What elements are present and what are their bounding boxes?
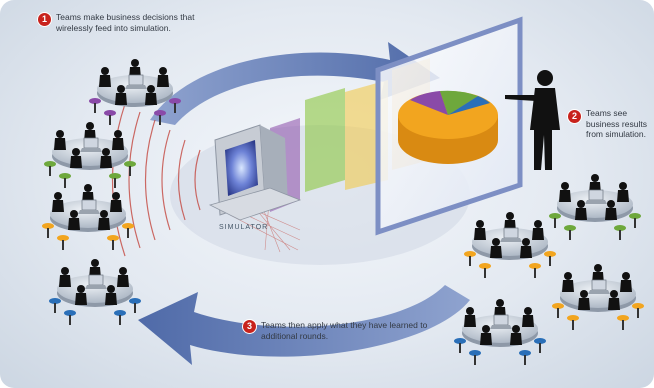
top-cycle-arrow-icon (150, 42, 440, 125)
step-1-marker: 1 (38, 13, 51, 26)
team-table-icon (552, 264, 644, 330)
laptop-icon (500, 227, 522, 242)
simulator-computer-icon (208, 124, 302, 221)
team-table-icon (549, 174, 641, 240)
team-table-icon (44, 122, 136, 188)
laptop-icon (78, 199, 100, 214)
step-2-marker: 2 (568, 110, 581, 123)
laptop-icon (585, 189, 607, 204)
team-table-icon (464, 212, 556, 278)
step-3-callout: Teams then apply what they have learned … (261, 320, 428, 341)
step-1-callout: Teams make business decisions that wirel… (56, 12, 195, 33)
laptop-icon (85, 274, 107, 289)
wireless-signal-icon (111, 103, 201, 257)
pie-chart-icon (398, 90, 498, 164)
team-table-icon (42, 184, 134, 250)
team-tables (42, 59, 644, 365)
data-plane-green (305, 88, 345, 192)
simulator-label: SIMULATOR (219, 224, 269, 231)
presenter-icon (505, 70, 560, 170)
step-2-callout: Teams see business results from simulati… (586, 108, 647, 139)
laptop-icon (80, 137, 102, 152)
team-table-icon (454, 299, 546, 365)
laptop-icon (125, 74, 147, 89)
bottom-cycle-arrow-icon (138, 285, 470, 365)
laptop-icon (588, 279, 610, 294)
step-3-marker: 3 (243, 320, 256, 333)
team-table-icon (49, 259, 141, 325)
team-table-icon (89, 59, 181, 125)
laptop-icon (490, 314, 512, 329)
